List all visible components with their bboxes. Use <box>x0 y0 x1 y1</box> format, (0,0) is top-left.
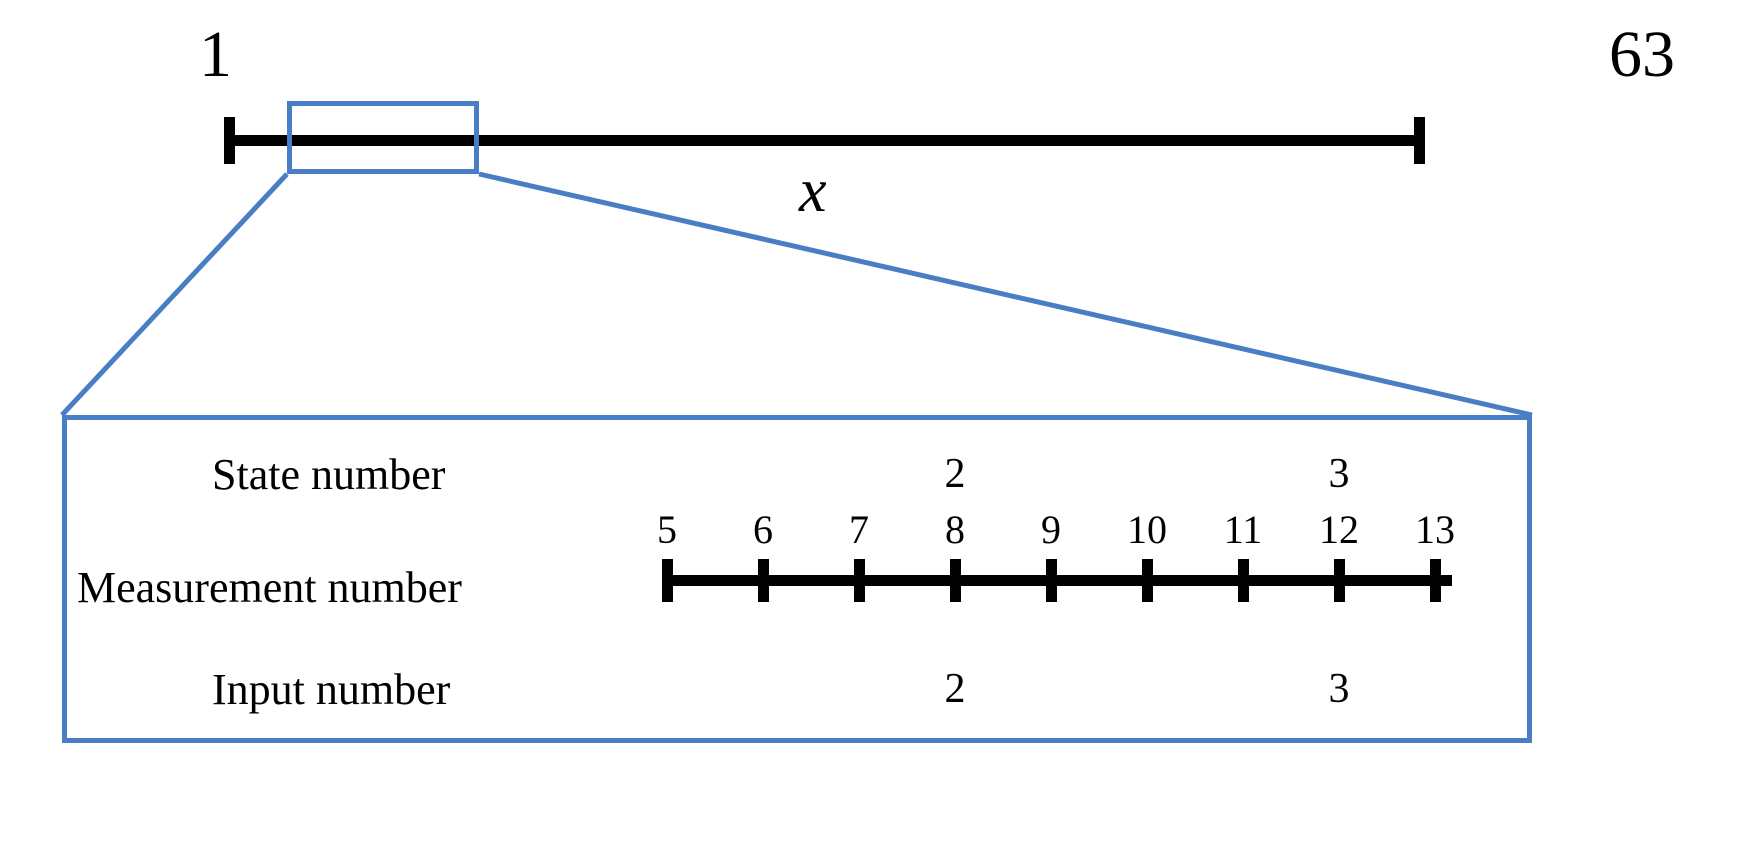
state-number-row-label: State number <box>212 450 446 499</box>
measurement-tick <box>1430 559 1441 602</box>
measurement-tick <box>854 559 865 602</box>
measurement-number-label: 13 <box>1415 507 1455 552</box>
measurement-axis-line <box>662 575 1452 586</box>
measurement-tick <box>1142 559 1153 602</box>
state-number-value: 2 <box>944 451 966 497</box>
measurement-tick <box>950 559 961 602</box>
detail-panel: State number Measurement number Input nu… <box>62 415 1532 743</box>
timeline-start-cap <box>224 117 235 164</box>
variable-x-label: x <box>799 157 827 225</box>
measurement-number-label: 12 <box>1319 507 1359 552</box>
input-number-value: 2 <box>944 666 966 712</box>
measurement-number-label: 7 <box>849 507 869 552</box>
measurement-number-label: 10 <box>1127 507 1167 552</box>
input-number-value: 3 <box>1328 666 1350 712</box>
measurement-number-label: 9 <box>1041 507 1061 552</box>
measurement-number-label: 11 <box>1223 507 1263 552</box>
measurement-number-label: 8 <box>945 507 965 552</box>
measurement-number-row-label: Measurement number <box>77 563 462 612</box>
zoom-selection-box[interactable] <box>287 101 479 174</box>
measurement-number-label: 6 <box>753 507 773 552</box>
measurement-tick <box>662 559 673 602</box>
timeline-axis-line <box>228 135 1421 146</box>
timeline-end-label: 63 <box>1609 18 1675 91</box>
timeline-start-label: 1 <box>199 18 232 91</box>
measurement-tick <box>1238 559 1249 602</box>
measurement-number-label: 5 <box>657 507 677 552</box>
measurement-tick <box>758 559 769 602</box>
input-number-row-label: Input number <box>212 665 451 714</box>
timeline-end-cap <box>1414 117 1425 164</box>
measurement-tick <box>1046 559 1057 602</box>
state-number-value: 3 <box>1328 451 1350 497</box>
measurement-tick <box>1334 559 1345 602</box>
